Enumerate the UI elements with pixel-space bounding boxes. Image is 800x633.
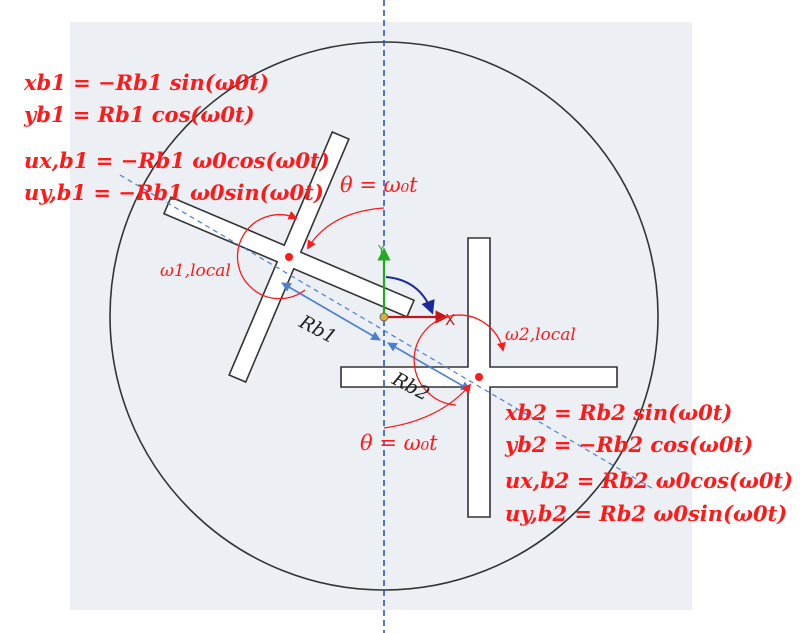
omega-1-rotation-arc: [236, 210, 306, 300]
theta-top-arc: [307, 207, 385, 250]
theta-top-label: θ = ω₀t: [340, 173, 418, 197]
theta-bottom-arc: [383, 383, 472, 429]
impeller-2-center-dot: [475, 373, 483, 381]
eq-b2-ux: ux,b2 = Rb2 ω0cos(ω0t): [505, 468, 794, 493]
frame-rotation-arc: [385, 276, 435, 315]
radius-b2-arrow: [387, 342, 471, 391]
eq-b2-x: xb2 = Rb2 sin(ω0t): [505, 400, 733, 425]
eq-b1-ux: ux,b1 = −Rb1 ω0cos(ω0t): [24, 148, 330, 173]
eq-b1-x: xb1 = −Rb1 sin(ω0t): [24, 70, 269, 95]
theta-bottom-label: θ = ω₀t: [360, 431, 438, 455]
omega-1-label: ω1,local: [160, 261, 231, 281]
impeller-1-center-dot: [285, 253, 293, 261]
frame-y-label: Y: [377, 243, 385, 256]
coordinate-frame: X Y: [377, 243, 455, 329]
radius-b1-arrow: [281, 282, 381, 341]
frame-origin-dot: [379, 312, 389, 322]
omega-2-label: ω2,local: [505, 325, 576, 345]
frame-x-label: X: [445, 311, 455, 329]
eq-b1-uy: uy,b1 = −Rb1 ω0sin(ω0t): [24, 180, 324, 205]
omega-2-rotation-arc: [413, 314, 506, 406]
eq-b1-y: yb1 = Rb1 cos(ω0t): [24, 102, 255, 127]
eq-b2-uy: uy,b2 = Rb2 ω0sin(ω0t): [505, 501, 788, 526]
eq-b2-y: yb2 = −Rb2 cos(ω0t): [505, 432, 754, 457]
diagonal-axis-line: [119, 174, 656, 491]
